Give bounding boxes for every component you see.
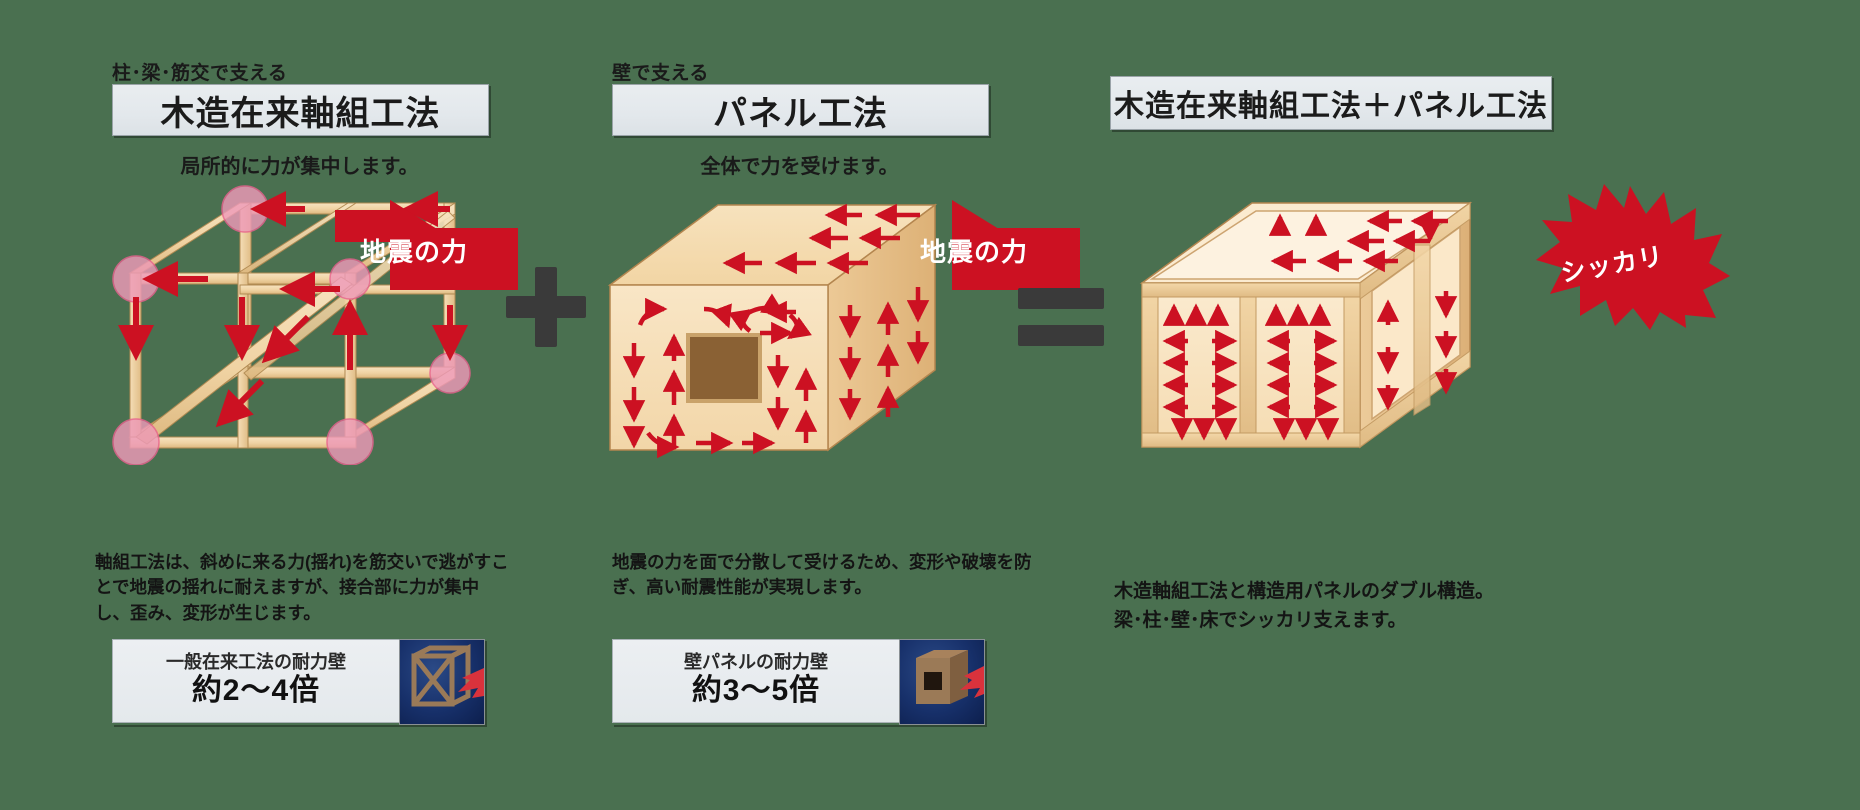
panel-traditional-subhead: 局所的に力が集中します。 xyxy=(180,156,419,178)
panel-traditional-frame: 柱･梁･筋交で支える 木造在来軸組工法 局所的に力が集中します。 xyxy=(0,0,560,810)
traditional-frame-illustration xyxy=(112,185,471,465)
panel-traditional-photo-thumbnail xyxy=(399,639,485,725)
panel-wall-title-box: パネル工法 xyxy=(612,84,989,136)
panel-traditional-kicker: 柱･梁･筋交で支える xyxy=(112,63,288,84)
panel-wall-caption-text: 壁パネルの耐力壁 約3〜5倍 xyxy=(612,639,899,723)
panel-wall-photo-thumbnail xyxy=(899,639,985,725)
earthquake-force-arrow-wall xyxy=(952,200,1080,290)
panel-combined-title-box: 木造在来軸組工法＋パネル工法 xyxy=(1110,76,1552,130)
panel-traditional-caption-text: 一般在来工法の耐力壁 約2〜4倍 xyxy=(112,639,399,723)
panel-traditional-caption-label: 一般在来工法の耐力壁 xyxy=(166,652,346,673)
combined-structure-illustration xyxy=(1139,201,1473,449)
wall-panel-illustration xyxy=(607,203,938,459)
panel-wall-caption-value: 約3〜5倍 xyxy=(691,673,821,707)
earthquake-force-arrow-traditional xyxy=(335,200,518,290)
panel-traditional-title-box: 木造在来軸組工法 xyxy=(112,84,489,136)
panel-combined-description: 木造軸組工法と構造用パネルのダブル構造。梁･柱･壁･床でシッカリ支えます。 xyxy=(1114,581,1495,631)
panel-wall-caption-label: 壁パネルの耐力壁 xyxy=(684,652,828,673)
panel-traditional-title: 木造在来軸組工法 xyxy=(160,94,441,133)
panel-traditional-caption-card: 一般在来工法の耐力壁 約2〜4倍 xyxy=(112,639,485,725)
panel-combined-title: 木造在来軸組工法＋パネル工法 xyxy=(1114,90,1548,123)
panel-wall-subhead: 全体で力を受けます。 xyxy=(700,156,899,178)
panel-wall-kicker: 壁で支える xyxy=(612,63,709,84)
panel-wall-caption-card: 壁パネルの耐力壁 約3〜5倍 xyxy=(612,639,985,725)
panel-combined-method: 木造在来軸組工法＋パネル工法 xyxy=(1060,0,1860,810)
panel-wall-panel-method: 壁で支える パネル工法 全体で力を受けます。 xyxy=(560,0,1080,810)
shikkari-starburst xyxy=(1536,184,1730,330)
panel-wall-description: 地震の力を面で分散して受けるため、変形や破壊を防ぎ、高い耐震性能が実現します。 xyxy=(612,552,1032,598)
panel-wall-title: パネル工法 xyxy=(713,94,888,133)
panel-traditional-description: 軸組工法は、斜めに来る力(揺れ)を筋交いで逃がすことで地震の揺れに耐えますが、接… xyxy=(95,552,509,623)
panel-traditional-caption-value: 約2〜4倍 xyxy=(191,673,321,707)
